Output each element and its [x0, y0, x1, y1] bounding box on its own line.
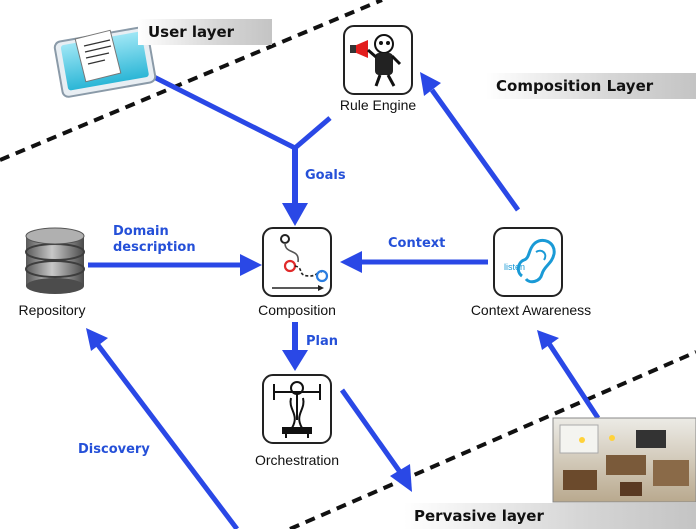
context-awareness-box [493, 227, 563, 297]
listen-text: listen [504, 262, 525, 272]
arrowhead-pervasive [390, 464, 412, 492]
goals-label: Goals [305, 168, 346, 183]
repository-label: Repository [18, 302, 86, 318]
arrowhead-plan [282, 350, 308, 371]
orchestration-label: Orchestration [254, 452, 340, 468]
smart-home-photo [552, 417, 696, 503]
user-layer-label: User layer [138, 19, 272, 45]
arrows [86, 72, 601, 529]
arrowhead-context [340, 251, 362, 273]
arrow-pervasive-to-context [545, 340, 601, 420]
puppet-icon [273, 381, 321, 438]
arrowhead-domain [240, 254, 262, 276]
composition-label: Composition [258, 302, 336, 318]
domain-description-line1: Domain [113, 224, 169, 239]
arrow-discovery-to-repository [96, 343, 239, 529]
context-awareness-label: Context Awareness [470, 302, 592, 318]
arrow-goals-to-rule-engine [293, 116, 332, 150]
ear-icon: listen [504, 238, 556, 284]
arrow-orchestration-to-pervasive [339, 388, 403, 474]
workflow-icon [272, 234, 329, 291]
user-layer-divider [0, 0, 383, 162]
plan-label: Plan [306, 334, 339, 349]
composition-box [262, 227, 332, 297]
arrow-context-to-rule-engine [429, 88, 521, 212]
pervasive-layer-label: Pervasive layer [404, 503, 696, 529]
arrowhead-rule-engine [420, 72, 441, 96]
arrow-user-to-goals [148, 72, 297, 151]
arrowhead-context-awareness [537, 330, 559, 350]
pervasive-layer-divider [289, 350, 696, 529]
context-label: Context [388, 236, 446, 251]
arrowhead-goals [282, 203, 308, 226]
domain-description-line2: description [113, 240, 196, 255]
monitor-document-icon [53, 26, 157, 98]
database-icon [25, 227, 85, 294]
megaphone-robot-icon [350, 34, 402, 87]
discovery-label: Discovery [78, 442, 150, 457]
rule-engine-label: Rule Engine [339, 97, 417, 113]
arrowhead-repository [86, 328, 108, 351]
composition-layer-label: Composition Layer [486, 73, 696, 99]
